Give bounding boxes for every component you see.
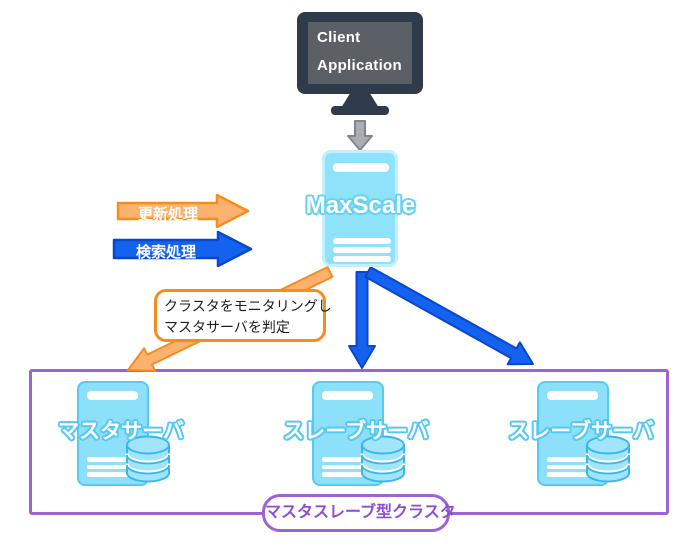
monitor-base bbox=[331, 106, 389, 115]
server-vent bbox=[87, 457, 131, 462]
query-arrow-right bbox=[364, 266, 534, 366]
maxscale-server-icon bbox=[322, 150, 398, 267]
callout-line2: マスタサーバを判定 bbox=[164, 319, 290, 335]
server-vent bbox=[322, 464, 366, 469]
callout-line1: クラスタをモニタリングし bbox=[164, 298, 332, 314]
monitor-callout: クラスタをモニタリングし マスタサーバを判定 bbox=[154, 289, 332, 342]
database-icon bbox=[585, 435, 631, 483]
select-flow-label: 検索処理 bbox=[135, 244, 196, 261]
query-arrow-middle bbox=[348, 271, 376, 369]
server-label: スレーブサーバ bbox=[283, 420, 429, 443]
server-slot bbox=[87, 391, 138, 400]
server-slave-1: スレーブサーバ bbox=[283, 378, 450, 508]
database-icon bbox=[360, 435, 406, 483]
client-label-line2: Application bbox=[317, 57, 402, 74]
server-vent bbox=[322, 472, 366, 477]
server-slave-2: スレーブサーバ bbox=[508, 378, 675, 508]
server-vent bbox=[333, 238, 391, 244]
server-slot bbox=[547, 391, 598, 400]
server-label: スレーブサーバ bbox=[508, 420, 654, 443]
server-vent bbox=[87, 472, 131, 477]
update-flow-arrow bbox=[116, 193, 250, 229]
cluster-label-badge: マスタスレーブ型クラスタ bbox=[262, 494, 456, 532]
select-flow-arrow bbox=[112, 230, 253, 268]
server-tower bbox=[537, 381, 609, 486]
monitor-stand bbox=[341, 92, 379, 108]
client-monitor-icon: Client Application bbox=[297, 12, 423, 94]
update-flow-label: 更新処理 bbox=[137, 206, 198, 223]
client-label-line1: Client bbox=[317, 29, 361, 46]
maxscale-label: MaxScale bbox=[305, 192, 416, 219]
server-vent bbox=[87, 464, 131, 469]
server-master: マスタサーバ bbox=[55, 378, 215, 508]
monitor-screen: Client Application bbox=[308, 22, 412, 84]
server-tower bbox=[312, 381, 384, 486]
cluster-label: マスタスレーブ型クラスタ bbox=[265, 504, 456, 521]
server-vent bbox=[333, 256, 391, 262]
server-vent bbox=[333, 247, 391, 253]
flow-down-arrow bbox=[347, 120, 373, 151]
server-label: マスタサーバ bbox=[58, 420, 184, 443]
server-slot bbox=[322, 391, 373, 400]
server-vent bbox=[322, 457, 366, 462]
server-vent bbox=[547, 472, 591, 477]
database-icon bbox=[125, 435, 171, 483]
server-vent bbox=[547, 457, 591, 462]
server-slot bbox=[333, 163, 389, 172]
server-vent bbox=[547, 464, 591, 469]
